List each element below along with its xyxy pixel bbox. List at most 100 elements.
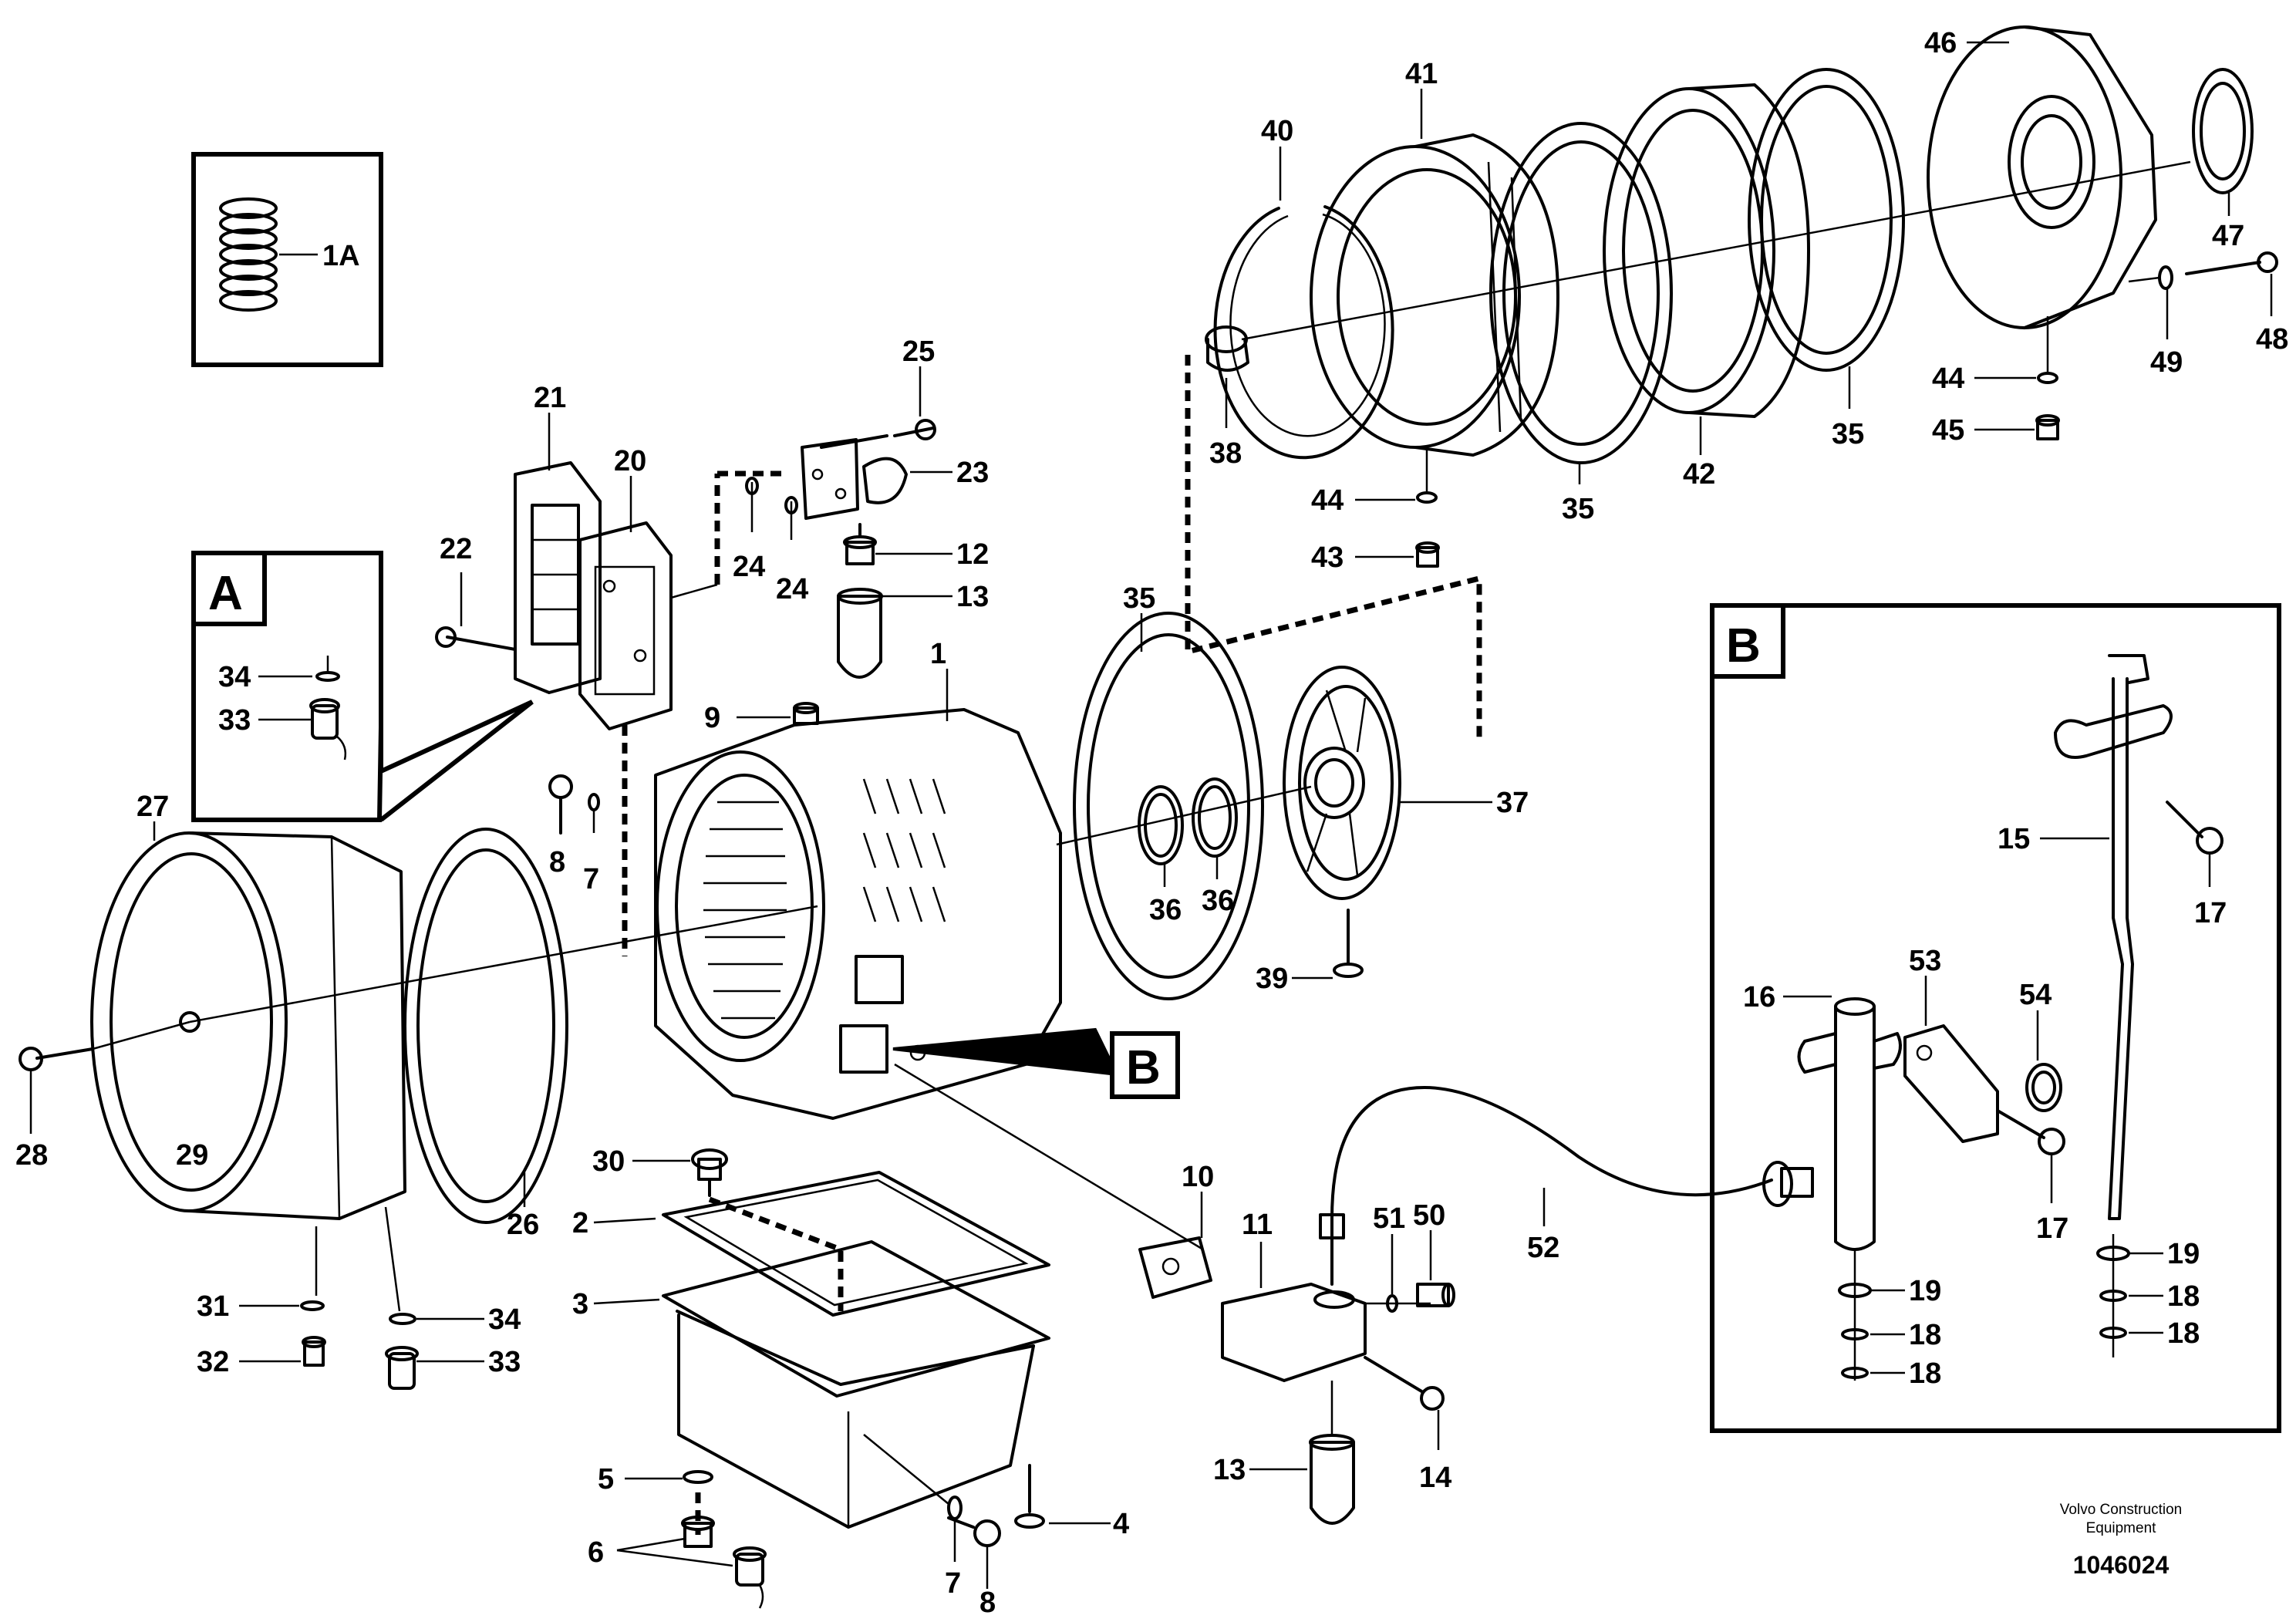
callout-6: 6 <box>588 1536 604 1569</box>
callout-39: 39 <box>1256 963 1288 995</box>
callout-26: 26 <box>507 1209 539 1241</box>
dipstick-tube-15 <box>2054 654 2173 1220</box>
callout-7-top: 7 <box>583 863 599 895</box>
bolt-4 <box>1014 1464 1045 1529</box>
callout-52: 52 <box>1527 1232 1559 1264</box>
callout-13-top: 13 <box>956 581 989 613</box>
callout-29: 29 <box>176 1139 208 1172</box>
callout-19-left: 19 <box>1909 1275 1941 1307</box>
callout-46: 46 <box>1924 27 1957 59</box>
callout-12: 12 <box>956 538 989 571</box>
callout-18-left-a: 18 <box>1909 1319 1941 1351</box>
credit-line-2: Equipment <box>2086 1520 2157 1536</box>
spring-1a-drawing <box>219 197 278 312</box>
callout-44-mid: 44 <box>1311 484 1344 517</box>
credit-line-1: Volvo Construction <box>2060 1502 2182 1518</box>
bolt-39 <box>1333 909 1364 978</box>
callout-45: 45 <box>1932 414 1964 447</box>
plate-20 <box>578 521 673 730</box>
detail-a-label: A <box>208 567 243 620</box>
callout-27: 27 <box>137 791 169 823</box>
plug-6a <box>681 1516 715 1548</box>
callout-23: 23 <box>956 457 989 489</box>
plug-30 <box>691 1148 728 1197</box>
plug-9 <box>793 702 819 725</box>
clutch-drum-41 <box>1310 133 1559 457</box>
callout-44-top: 44 <box>1932 363 1964 395</box>
bolt-14 <box>1364 1356 1445 1411</box>
gasket-2 <box>662 1171 1050 1317</box>
filter-13-top <box>837 588 883 679</box>
callout-8-bottom: 8 <box>979 1587 996 1619</box>
callout-21: 21 <box>534 382 566 414</box>
callout-42: 42 <box>1683 458 1715 491</box>
callout-b-box: B <box>1126 1041 1161 1094</box>
plate-10 <box>1138 1236 1212 1299</box>
sensor-33-bottom <box>385 1346 419 1390</box>
callout-22: 22 <box>440 533 472 565</box>
callout-14: 14 <box>1419 1462 1451 1494</box>
callout-7-bottom: 7 <box>945 1567 961 1600</box>
callout-35-top-a: 35 <box>1562 493 1594 525</box>
callout-47: 47 <box>2212 220 2244 252</box>
callout-2: 2 <box>572 1207 588 1239</box>
callout-18-right-a: 18 <box>2167 1280 2200 1313</box>
callout-15: 15 <box>1998 823 2030 855</box>
bolt-17-bottom <box>1996 1109 2065 1155</box>
detail-b-inset: B 17 15 16 53 <box>1710 603 2281 1433</box>
callout-36-b: 36 <box>1202 885 1234 917</box>
callout-10: 10 <box>1182 1161 1214 1193</box>
sensor-6b <box>733 1546 767 1609</box>
oil-pan-3 <box>662 1240 1050 1529</box>
valve-body-21 <box>514 461 602 694</box>
callout-11: 11 <box>1242 1209 1273 1241</box>
callout-25: 25 <box>902 336 935 368</box>
callout-1a: 1A <box>322 240 360 272</box>
sensor-50 <box>1416 1283 1455 1307</box>
callout-37: 37 <box>1496 787 1529 819</box>
callout-17-top: 17 <box>2194 897 2227 929</box>
filter-housing-11 <box>1221 1283 1367 1382</box>
callout-16: 16 <box>1743 981 1775 1013</box>
callout-24-a: 24 <box>733 551 765 583</box>
housing-ribs <box>703 801 787 1020</box>
callout-24-b: 24 <box>776 573 808 605</box>
gasket-26 <box>403 828 568 1224</box>
cover-23 <box>801 438 908 520</box>
callout-28: 28 <box>15 1139 48 1172</box>
cover-46 <box>1927 25 2157 329</box>
callout-13-bottom: 13 <box>1213 1454 1246 1486</box>
callout-8-top: 8 <box>549 846 565 878</box>
callout-36-a: 36 <box>1149 894 1182 926</box>
callout-33-a: 33 <box>218 704 251 737</box>
snap-ring-40 <box>1213 205 1394 460</box>
bolt-28 <box>19 1047 94 1071</box>
callout-17-bottom: 17 <box>2036 1212 2068 1245</box>
callout-33-b: 33 <box>488 1346 521 1378</box>
callout-51: 51 <box>1373 1202 1405 1235</box>
callout-49: 49 <box>2150 346 2183 379</box>
callout-18-left-b: 18 <box>1909 1357 1941 1390</box>
callout-50: 50 <box>1413 1199 1445 1232</box>
callout-41: 41 <box>1405 58 1438 90</box>
callout-5: 5 <box>598 1463 614 1496</box>
housing-fins <box>862 778 946 922</box>
callout-38: 38 <box>1209 437 1242 470</box>
callout-18-right-b: 18 <box>2167 1317 2200 1350</box>
filter-13-bottom <box>1309 1434 1355 1525</box>
callout-34-a: 34 <box>218 661 251 693</box>
callout-20: 20 <box>614 445 646 477</box>
bolt-43 <box>1415 541 1440 568</box>
fitting-12 <box>843 523 877 565</box>
callout-4: 4 <box>1113 1508 1129 1540</box>
cable-52 <box>1319 1086 1814 1286</box>
callout-34-b: 34 <box>488 1303 521 1336</box>
callout-48: 48 <box>2256 323 2288 356</box>
callout-31: 31 <box>197 1290 229 1323</box>
callout-1: 1 <box>930 638 946 670</box>
detail-b-label: B <box>1726 619 1761 673</box>
callout-3: 3 <box>572 1288 588 1320</box>
callout-19-right: 19 <box>2167 1238 2200 1270</box>
callout-43: 43 <box>1311 541 1344 574</box>
